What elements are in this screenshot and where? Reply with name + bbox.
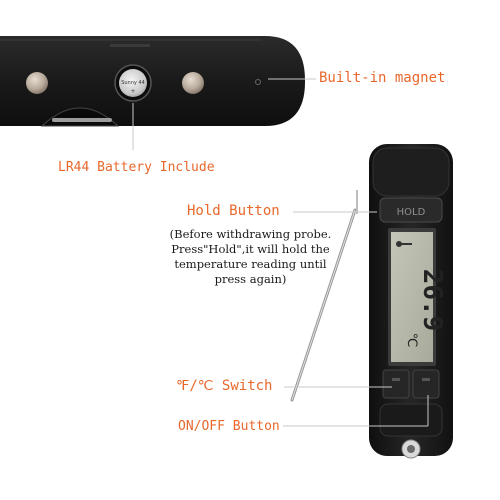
hold-note-line-4: press again) [214, 272, 287, 286]
hold-note-line-2: Press"Hold",it will hold the [171, 242, 330, 256]
magnet-right [182, 72, 204, 94]
lcd-display [391, 232, 433, 362]
power-button[interactable] [412, 369, 440, 399]
hold-note: (Before withdrawing probe. Press"Hold",i… [143, 227, 358, 287]
display-reading: 26.9 [417, 269, 447, 332]
hold-note-line-3: temperature reading until [174, 257, 327, 271]
hold-button[interactable] [379, 197, 443, 223]
display-unit: ℃ [404, 333, 419, 348]
hold-note-line-1: (Before withdrawing probe. [169, 227, 332, 241]
battery-icon [119, 69, 147, 97]
callout-hold: Hold Button [187, 203, 280, 219]
hold-button-label: HOLD [397, 207, 426, 218]
callout-unit-switch: ℉/℃ Switch [176, 378, 273, 394]
callout-magnet: Built-in magnet [319, 70, 446, 86]
svg-text:+: + [130, 88, 135, 95]
unit-switch-button[interactable] [382, 369, 410, 399]
battery-label: Sunny 44 [121, 80, 145, 86]
callout-power: ON/OFF Button [178, 419, 280, 434]
callout-battery: LR44 Battery Include [58, 160, 215, 175]
thermometer-front-view: HOLD 26.9 ℃ [290, 144, 453, 459]
magnet-left [26, 72, 48, 94]
